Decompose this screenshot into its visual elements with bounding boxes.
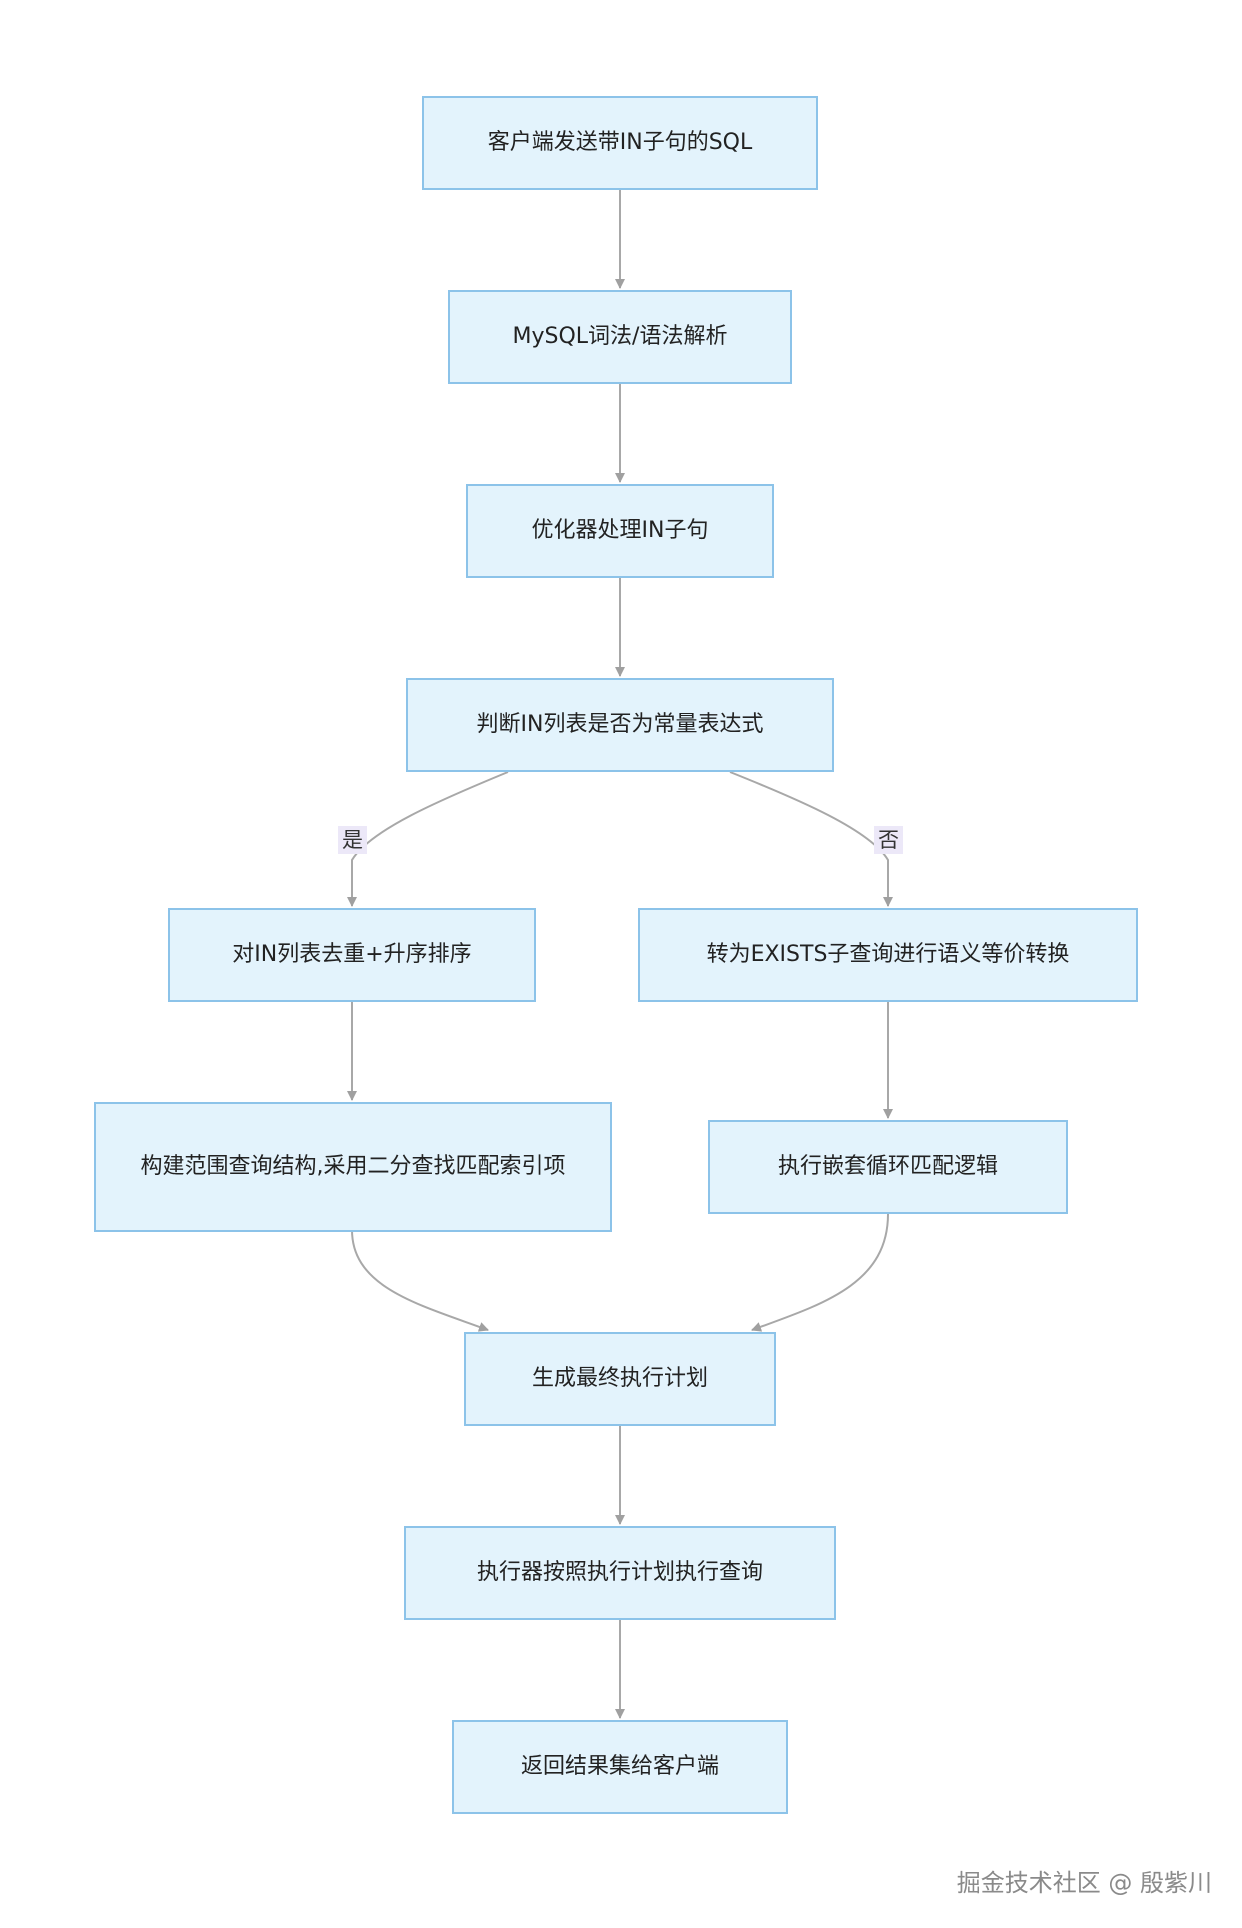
edge-nested-final	[751, 1213, 889, 1332]
node-return: 返回结果集给客户端	[452, 1720, 788, 1814]
node-range-build: 构建范围查询结构,采用二分查找匹配索引项	[94, 1102, 612, 1232]
node-label: 构建范围查询结构,采用二分查找匹配索引项	[140, 1154, 566, 1179]
node-optimizer: 优化器处理IN子句	[466, 484, 774, 578]
node-label: 生成最终执行计划	[531, 1366, 708, 1391]
node-parse: MySQL词法/语法解析	[448, 290, 792, 384]
node-label: 客户端发送带IN子句的SQL	[487, 130, 753, 155]
node-label: 优化器处理IN子句	[531, 518, 709, 543]
edge-label-no: 否	[874, 826, 903, 854]
node-label: MySQL词法/语法解析	[512, 324, 728, 349]
node-label: 对IN列表去重+升序排序	[232, 942, 472, 967]
edge-judge-yes	[347, 771, 509, 907]
node-judge: 判断IN列表是否为常量表达式	[406, 678, 834, 772]
edge-label-yes: 是	[338, 826, 367, 854]
node-label: 执行嵌套循环匹配逻辑	[777, 1154, 998, 1179]
edge-judge-no	[729, 771, 893, 907]
node-label: 执行器按照执行计划执行查询	[476, 1560, 763, 1585]
watermark: 掘金技术社区 @ 殷紫川	[956, 1869, 1212, 1897]
node-exists-convert: 转为EXISTS子查询进行语义等价转换	[638, 908, 1138, 1002]
node-final-plan: 生成最终执行计划	[464, 1332, 776, 1426]
edge-range-final	[351, 1229, 489, 1332]
node-label: 转为EXISTS子查询进行语义等价转换	[706, 942, 1070, 967]
node-dedupe-sort: 对IN列表去重+升序排序	[168, 908, 536, 1002]
node-label: 返回结果集给客户端	[520, 1754, 719, 1779]
node-executor: 执行器按照执行计划执行查询	[404, 1526, 836, 1620]
node-label: 判断IN列表是否为常量表达式	[476, 712, 764, 737]
node-client-send: 客户端发送带IN子句的SQL	[422, 96, 818, 190]
node-nested-loop: 执行嵌套循环匹配逻辑	[708, 1120, 1068, 1214]
